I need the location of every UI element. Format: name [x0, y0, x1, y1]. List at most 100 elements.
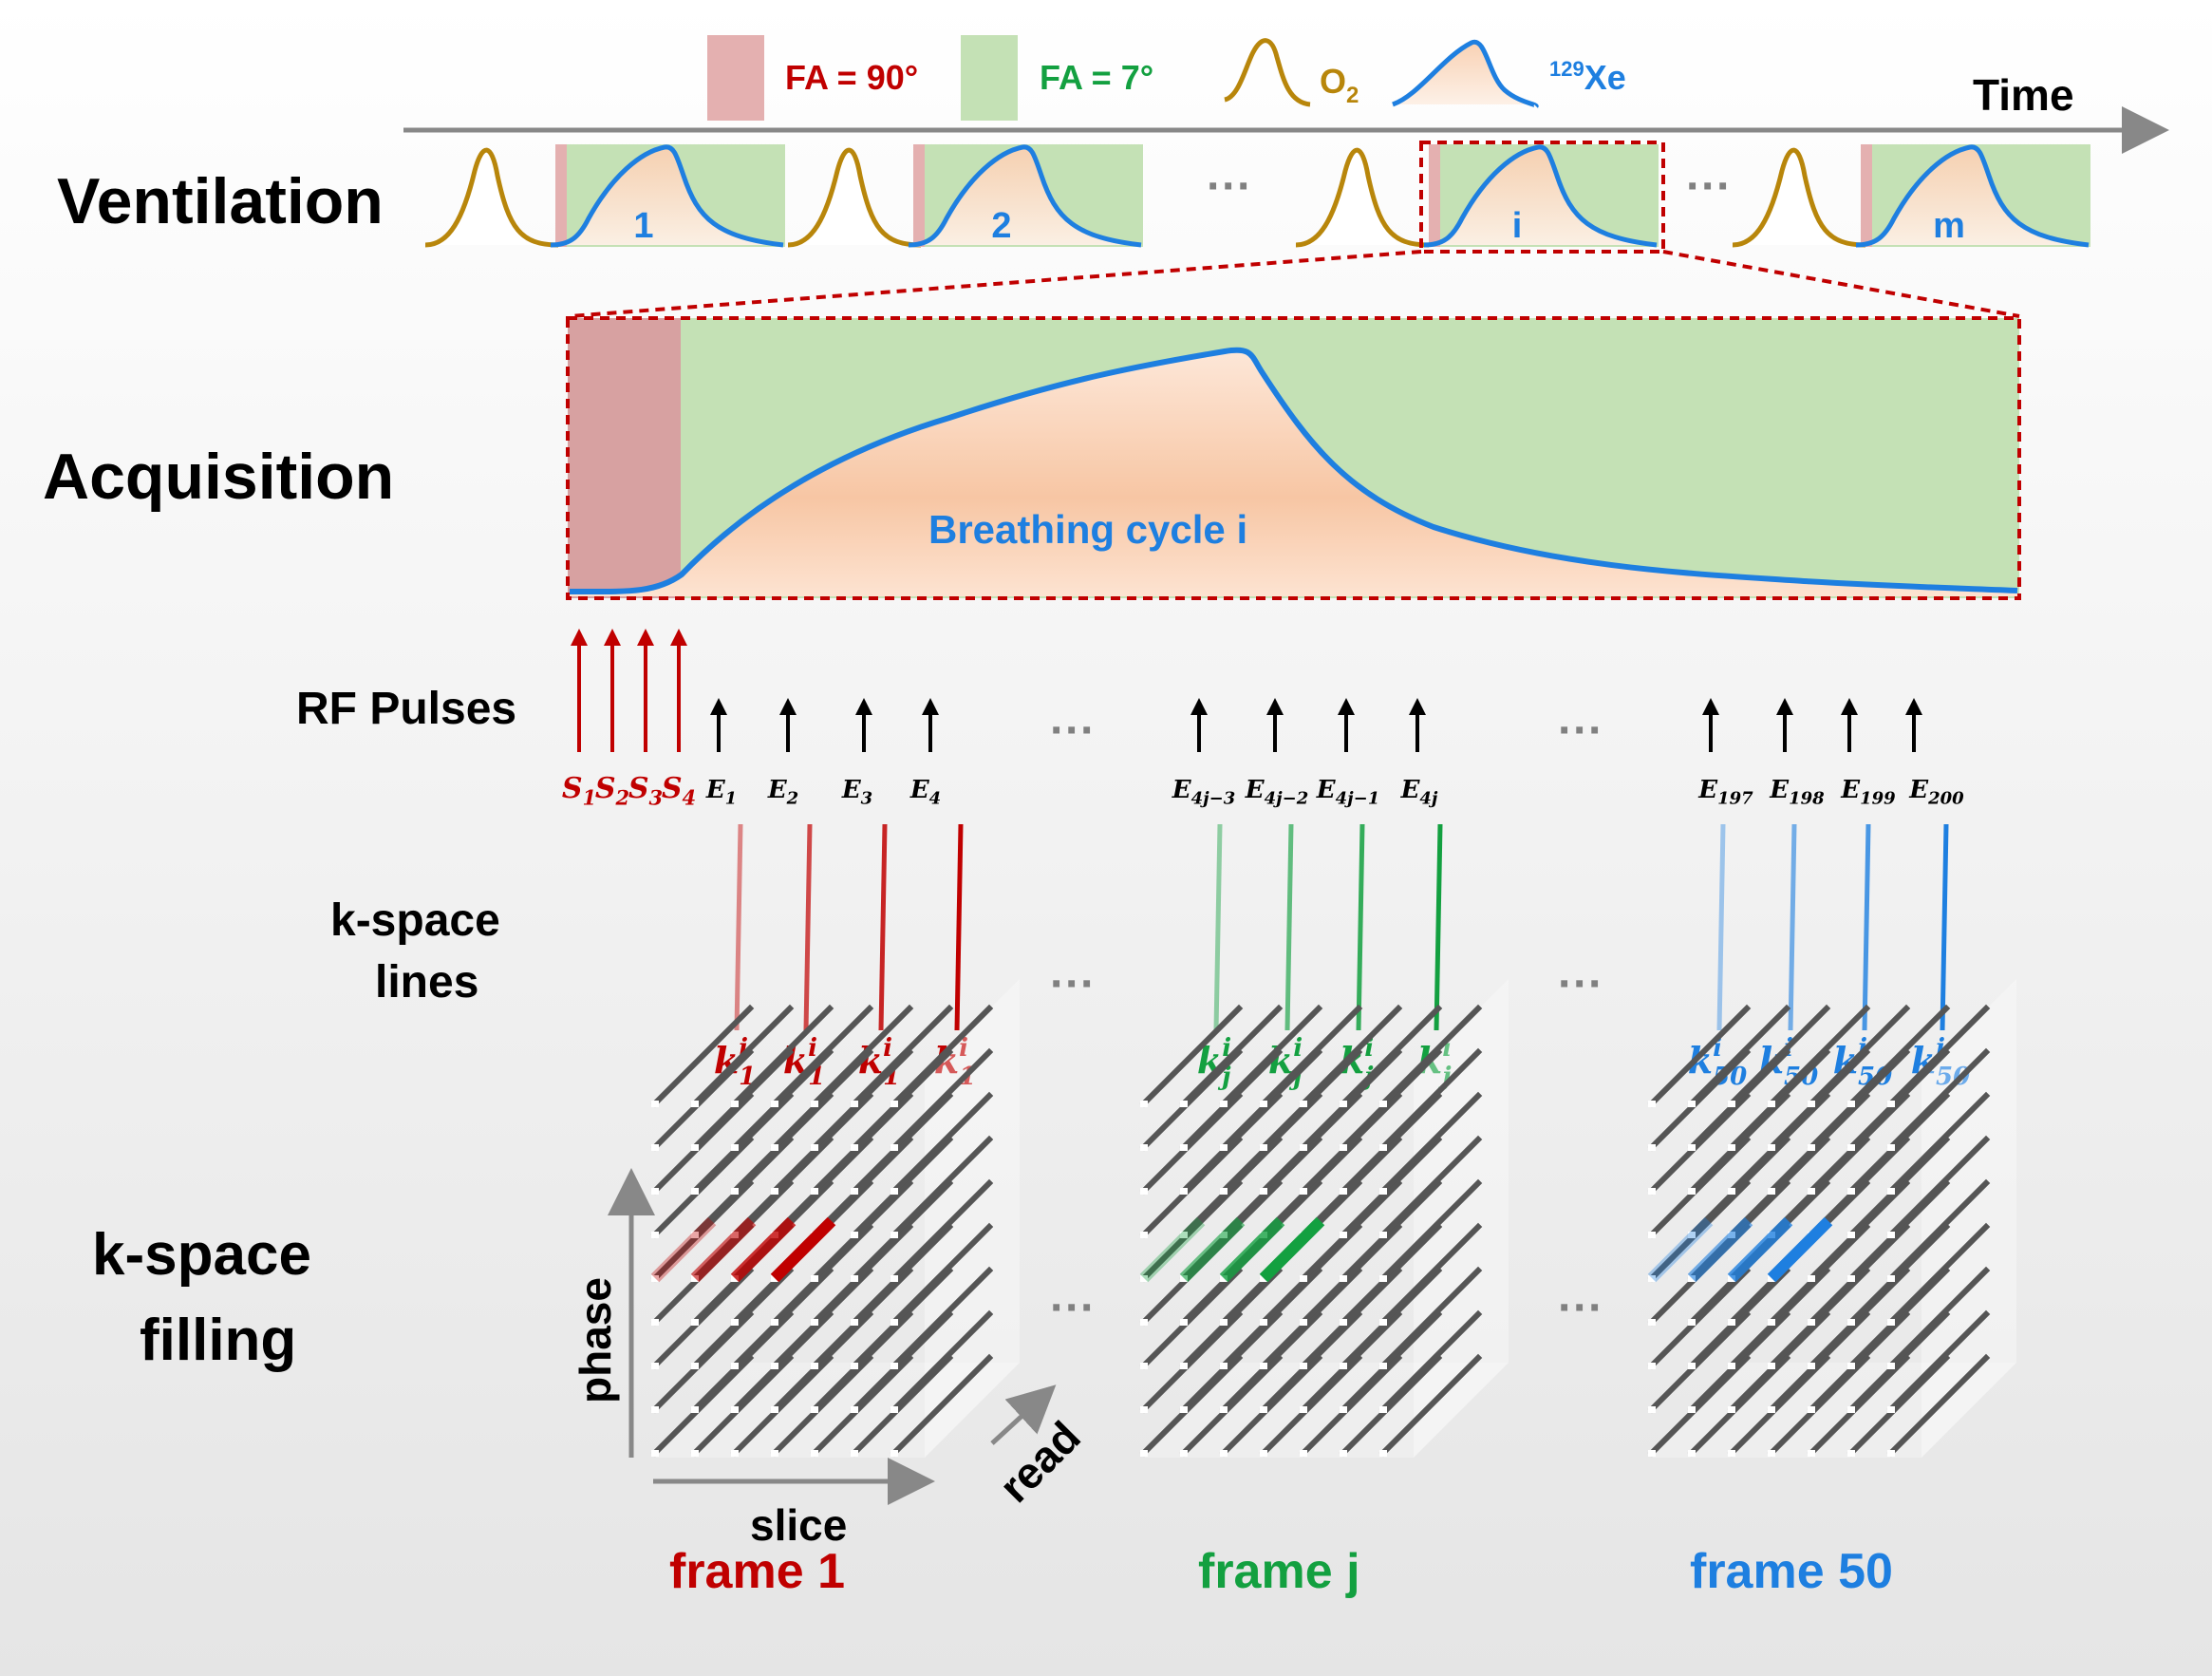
kspace-grid-point — [1768, 1363, 1775, 1369]
kspace-filled-line — [1139, 1216, 1206, 1283]
kspace-grid-point — [731, 1450, 739, 1457]
kspace-grid-point — [1180, 1144, 1188, 1151]
kspace-grid-point — [851, 1363, 858, 1369]
kspace-grid-point — [1728, 1275, 1735, 1282]
kspace-filled-line — [730, 1216, 797, 1283]
ventilation-xe-curve — [908, 144, 1142, 248]
kspace-filling-row: ······ — [650, 979, 2016, 1458]
excitation-pulse-label: E197 — [1697, 776, 1753, 809]
fa90-swatch — [707, 35, 764, 121]
kspace-grid-point — [1648, 1188, 1656, 1195]
kspace-grid-point — [1180, 1101, 1188, 1107]
kspace-grid-point — [890, 1319, 898, 1326]
kspace-grid-point — [1300, 1406, 1307, 1413]
kspace-grid-point — [890, 1232, 898, 1238]
ventilation-o2-curve — [1732, 147, 1866, 248]
kspace-grid-point — [1648, 1101, 1656, 1107]
ventilation-fa90-strip — [1429, 144, 1440, 247]
kspace-grid-point — [651, 1319, 659, 1326]
kspace-grid-point — [1768, 1406, 1775, 1413]
kspace-grid-line — [850, 1004, 954, 1108]
kspace-grid-point — [1220, 1363, 1228, 1369]
kspace-line — [1862, 823, 1871, 1031]
kspace-grid-point — [1340, 1363, 1347, 1369]
kspace-grid-point — [851, 1406, 858, 1413]
zoom-connector-left — [569, 250, 1422, 318]
kspace-filled-line — [1687, 1216, 1753, 1283]
time-label: Time — [1973, 70, 2074, 120]
kspace-grid-line — [890, 1309, 994, 1414]
saturation-pulse-label: S2 — [595, 772, 629, 810]
frame-label-1: frame 1 — [669, 1544, 845, 1599]
kspace-grid-point — [1688, 1319, 1696, 1326]
kspace-grid-point — [651, 1101, 659, 1107]
kspace-grid-line — [1886, 1004, 1991, 1108]
ventilation-xe-curve — [1855, 144, 2090, 248]
kspace-grid-point — [651, 1275, 659, 1282]
xe-curve-icon — [1392, 39, 1539, 109]
kspace-grid-point — [1340, 1232, 1347, 1238]
kspace-grid-point — [1379, 1406, 1387, 1413]
frame-label-50: frame 50 — [1690, 1544, 1893, 1599]
kspace-grid-point — [811, 1188, 818, 1195]
kspace-grid-point — [890, 1275, 898, 1282]
kspace-grid-line — [1846, 1004, 1951, 1108]
kspace-grid-point — [1648, 1232, 1656, 1238]
zoom-source-box — [1419, 141, 1665, 254]
kspace-grid-point — [1340, 1275, 1347, 1282]
kspace-grid-point — [1808, 1450, 1815, 1457]
kspace-line — [878, 823, 888, 1031]
kspace-line — [1356, 823, 1365, 1031]
kspace-grid-line — [890, 1047, 994, 1152]
kspace-grid-point — [1180, 1450, 1188, 1457]
ellipsis: ··· — [1558, 1283, 1603, 1333]
kspace-cube-frame-50 — [1647, 979, 2016, 1458]
excitation-pulse-label: E2 — [767, 776, 798, 809]
kspace-grid-point — [1180, 1188, 1188, 1195]
kspace-grid-point — [1340, 1406, 1347, 1413]
ventilation-o2-curve-fill — [1733, 150, 1865, 245]
kspace-grid-point — [651, 1363, 659, 1369]
kspace-grid-point — [1728, 1101, 1735, 1107]
kspace-grid-point — [651, 1144, 659, 1151]
kspace-grid-point — [1180, 1406, 1188, 1413]
acquisition-panel: Breathing cycle i — [566, 316, 2021, 600]
kspace-filled-line — [1259, 1216, 1325, 1283]
kspace-grid-point — [691, 1406, 699, 1413]
kspace-grid-point — [1847, 1232, 1855, 1238]
kspace-grid-point — [1688, 1188, 1696, 1195]
o2-curve-icon — [1224, 38, 1311, 107]
excitation-pulse-label: E4j−2 — [1245, 776, 1308, 809]
ventilation-o2-curve — [424, 147, 559, 248]
kspace-grid-point — [1140, 1232, 1148, 1238]
kspace-grid-line — [1378, 1047, 1483, 1152]
kspace-grid-point — [1648, 1319, 1656, 1326]
kspace-grid-point — [1887, 1319, 1895, 1326]
slice-axis-label: slice — [750, 1500, 847, 1550]
row-label-acquisition: Acquisition — [43, 441, 394, 513]
kspace-grid-point — [1768, 1319, 1775, 1326]
kspace-grid-point — [1140, 1450, 1148, 1457]
kspace-grid-point — [851, 1275, 858, 1282]
kspace-grid-point — [1260, 1144, 1267, 1151]
kspace-grid-point — [1887, 1144, 1895, 1151]
kspace-grid-point — [1260, 1188, 1267, 1195]
ventilation-xe-curve — [550, 144, 784, 248]
ventilation-xe-fill — [1856, 146, 2089, 245]
ventilation-cycle-label: i — [1512, 206, 1523, 246]
kspace-grid-line — [1886, 1135, 1991, 1239]
kspace-grid-line — [1886, 1091, 1991, 1196]
kspace-grid-point — [1688, 1144, 1696, 1151]
fa7-label: FA = 7° — [1040, 58, 1153, 97]
kspace-grid-point — [1220, 1406, 1228, 1413]
kspace-grid-point — [1887, 1450, 1895, 1457]
kspace-grid-point — [731, 1363, 739, 1369]
excitation-pulse-arrow-head — [1266, 698, 1284, 715]
kspace-grid-line — [1219, 1004, 1323, 1108]
excitation-pulse-arrow-head — [922, 698, 939, 715]
kspace-grid-line — [1767, 1004, 1871, 1108]
excitation-pulse-arrow-head — [1905, 698, 1922, 715]
kspace-grid-point — [651, 1232, 659, 1238]
